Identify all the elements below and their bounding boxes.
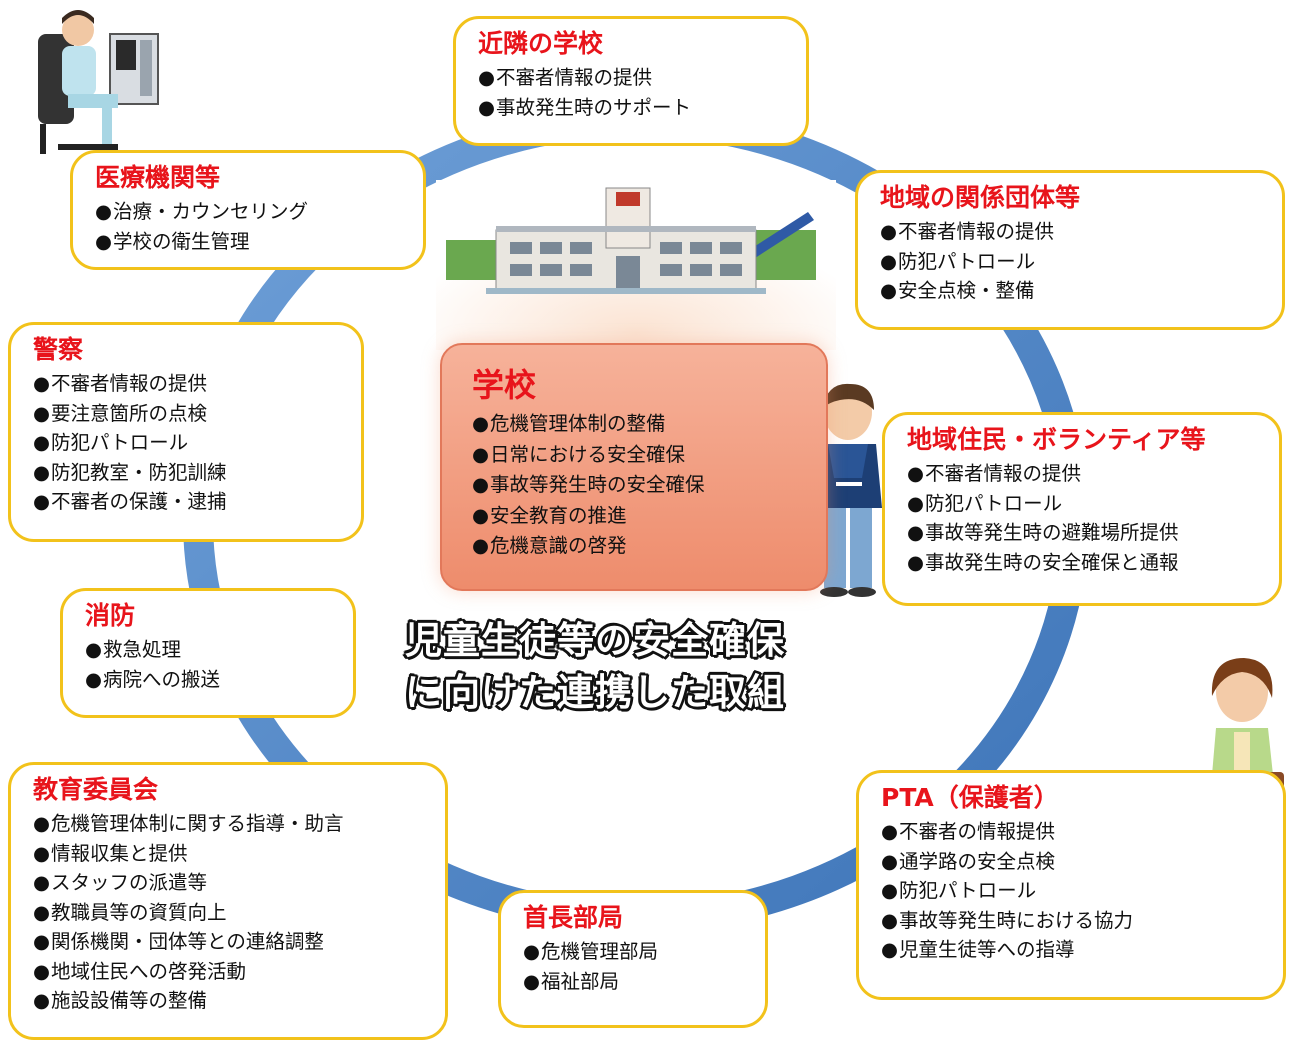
list-item: 防犯教室・防犯訓練 [33,458,347,488]
box-mayor-departments: 首長部局 危機管理部局 福祉部局 [498,890,768,1028]
diagram-caption: 児童生徒等の安全確保 に向けた連携した取組 [405,615,785,719]
list-item: 福祉部局 [523,967,751,997]
list-item: 不審者情報の提供 [880,217,1268,247]
list-item: 救急処理 [85,635,339,665]
list-item: 事故等発生時の避難場所提供 [907,518,1265,548]
list-item: 危機管理部局 [523,937,751,967]
list-item: 防犯パトロール [33,428,347,458]
box-title: PTA（保護者） [881,783,1059,812]
box-title: 近隣の学校 [478,29,604,58]
list-item: 事故等発生時の安全確保 [472,470,810,501]
box-fire: 消防 救急処理 病院への搬送 [60,588,356,718]
center-title: 学校 [472,366,537,404]
box-board-of-education: 教育委員会 危機管理体制に関する指導・助言 情報収集と提供 スタッフの派遣等 教… [8,762,448,1040]
list-item: 不審者情報の提供 [33,369,347,399]
list-item: 要注意箇所の点検 [33,399,347,429]
list-item: 日常における安全確保 [472,440,810,471]
box-police: 警察 不審者情報の提供 要注意箇所の点検 防犯パトロール 防犯教室・防犯訓練 不… [8,322,364,542]
list-item: 防犯パトロール [881,876,1269,906]
list-item: 教職員等の資質向上 [33,898,431,928]
list-item: 危機意識の啓発 [472,531,810,562]
list-item: 安全点検・整備 [880,276,1268,306]
box-title: 警察 [33,335,84,364]
box-neighbor-schools: 近隣の学校 不審者情報の提供 事故発生時のサポート [453,16,809,146]
list-item: 治療・カウンセリング [95,197,409,227]
list-item: 事故発生時の安全確保と通報 [907,548,1265,578]
box-title: 医療機関等 [95,163,221,192]
list-item: 事故等発生時における協力 [881,906,1269,936]
box-title: 地域の関係団体等 [880,183,1081,212]
box-title: 教育委員会 [33,775,159,804]
box-community-groups: 地域の関係団体等 不審者情報の提供 防犯パトロール 安全点検・整備 [855,170,1285,330]
list-item: 危機管理体制の整備 [472,409,810,440]
box-title: 地域住民・ボランティア等 [907,425,1206,454]
list-item: 事故発生時のサポート [478,93,792,123]
list-item: 不審者の情報提供 [881,817,1269,847]
list-item: 情報収集と提供 [33,839,431,869]
list-item: 防犯パトロール [907,489,1265,519]
list-item: 不審者情報の提供 [907,459,1265,489]
list-item: 危機管理体制に関する指導・助言 [33,809,431,839]
box-residents-volunteers: 地域住民・ボランティア等 不審者情報の提供 防犯パトロール 事故等発生時の避難場… [882,412,1282,606]
box-pta: PTA（保護者） 不審者の情報提供 通学路の安全点検 防犯パトロール 事故等発生… [856,770,1286,1000]
school-building-icon [436,180,836,350]
list-item: 児童生徒等への指導 [881,935,1269,965]
list-item: 不審者の保護・逮捕 [33,487,347,517]
box-title: 消防 [85,601,136,630]
list-item: スタッフの派遣等 [33,868,431,898]
student-figure-icon [788,383,882,597]
list-item: 学校の衛生管理 [95,227,409,257]
list-item: 防犯パトロール [880,247,1268,277]
list-item: 不審者情報の提供 [478,63,792,93]
center-school-box: 学校 危機管理体制の整備 日常における安全確保 事故等発生時の安全確保 安全教育… [440,343,828,591]
doctor-figure-icon [38,10,159,154]
list-item: 安全教育の推進 [472,501,810,532]
box-title: 首長部局 [523,903,624,932]
list-item: 通学路の安全点検 [881,847,1269,877]
list-item: 関係機関・団体等との連絡調整 [33,927,431,957]
caption-line-1: 児童生徒等の安全確保 [405,619,785,662]
list-item: 地域住民への啓発活動 [33,957,431,987]
list-item: 施設設備等の整備 [33,986,431,1016]
list-item: 病院への搬送 [85,665,339,695]
box-medical: 医療機関等 治療・カウンセリング 学校の衛生管理 [70,150,426,270]
caption-line-2: に向けた連携した取組 [405,671,785,714]
